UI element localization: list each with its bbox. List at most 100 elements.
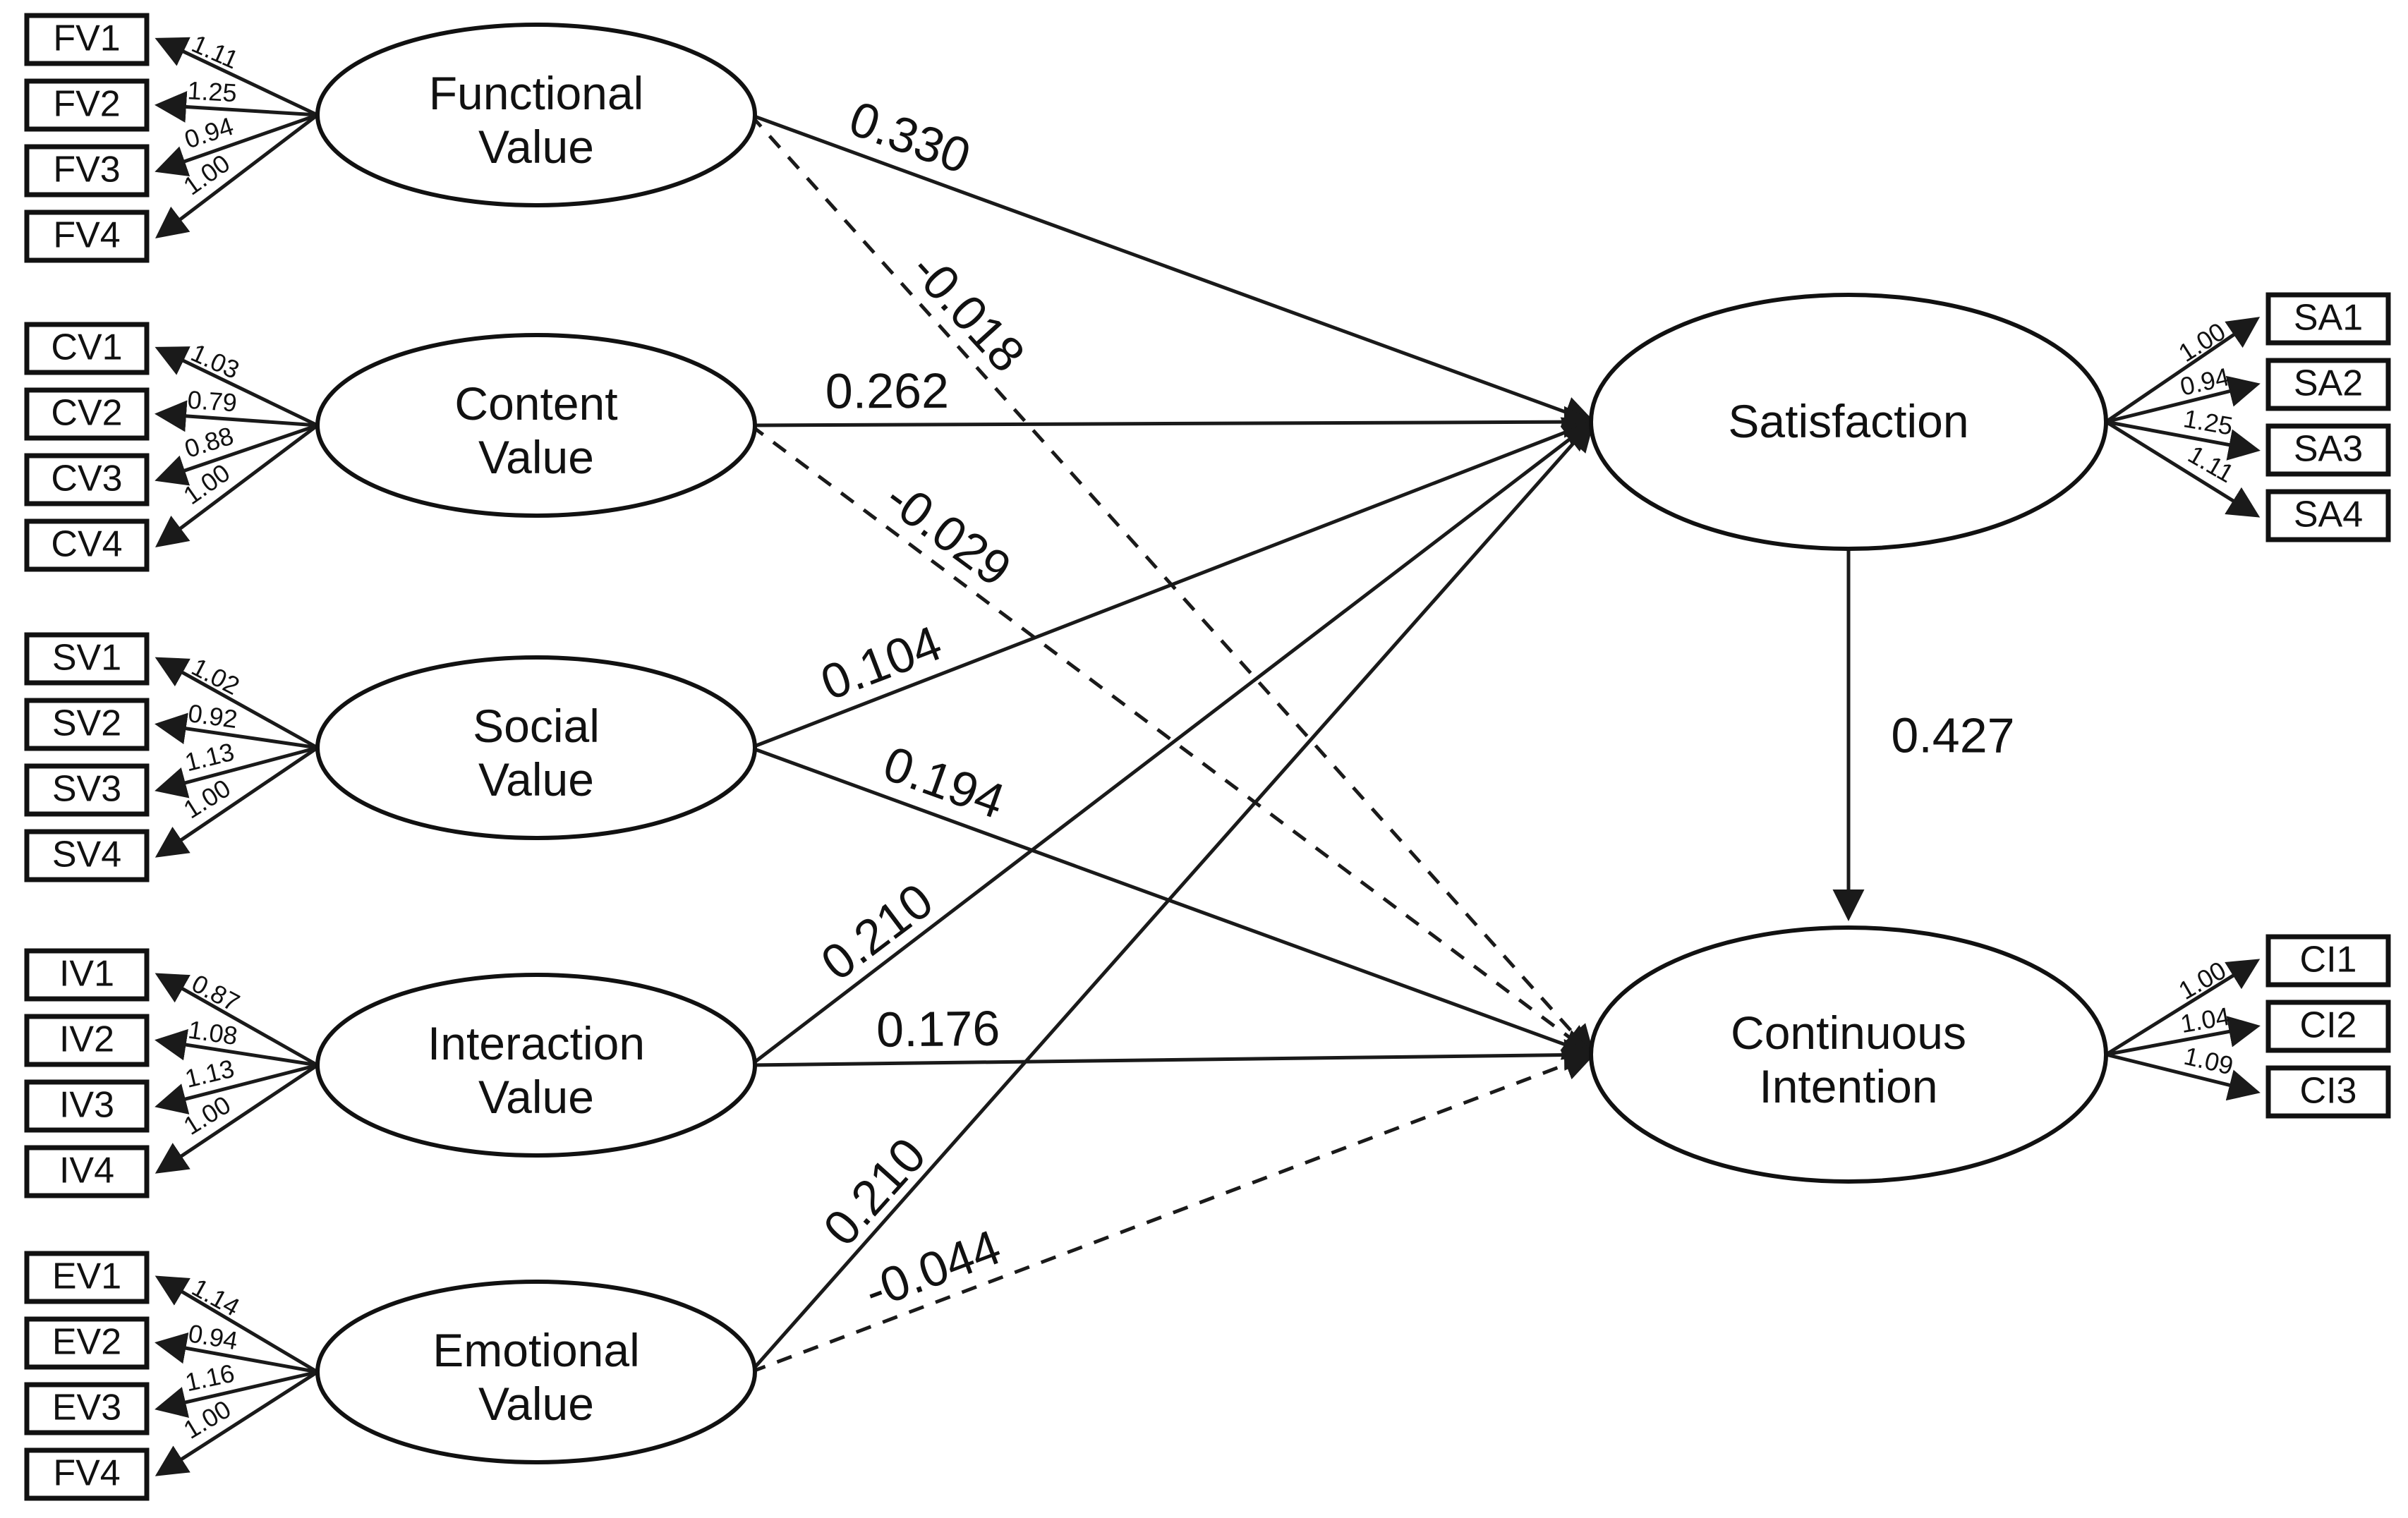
interaction-value-to-continuous-intention-coefficient: 0.176 <box>876 1001 1000 1057</box>
loading-arrow <box>155 1063 319 1174</box>
loading-arrow <box>155 423 318 486</box>
latent-ellipse[interactable] <box>315 333 757 518</box>
indicator-label: FV3 <box>53 150 120 190</box>
indicator-label: FV4 <box>53 215 120 256</box>
latent-ellipse[interactable] <box>315 973 757 1158</box>
loading-arrow <box>2105 1052 2261 1101</box>
indicator-label: CI1 <box>2300 940 2357 980</box>
latent-label-line1: Continuous <box>1731 1007 1966 1059</box>
functional-value-to-satisfaction[interactable] <box>750 113 1596 427</box>
indicator-label: SA3 <box>2294 429 2363 470</box>
indicator-box[interactable] <box>24 144 150 198</box>
loading-arrow <box>155 712 318 750</box>
indicator-box[interactable] <box>24 78 150 132</box>
indicator-box[interactable] <box>2265 1000 2391 1053</box>
indicator-label: IV4 <box>59 1150 114 1191</box>
latent-ellipse[interactable] <box>315 1280 757 1464</box>
latent-label-line1: Content <box>454 377 617 430</box>
indicator-box[interactable] <box>2265 1065 2391 1119</box>
indicator-label: CV3 <box>51 459 122 499</box>
indicator-label: SA1 <box>2294 298 2363 339</box>
loading-arrow <box>155 37 319 117</box>
indicator-box[interactable] <box>24 829 150 882</box>
indicator-box[interactable] <box>24 518 150 572</box>
loading-arrow <box>2105 317 2261 424</box>
interaction-value-to-continuous-intention[interactable] <box>750 1039 1596 1071</box>
indicator-box[interactable] <box>24 210 150 263</box>
indicator-label: IV3 <box>59 1085 114 1126</box>
social-value-to-satisfaction[interactable] <box>750 417 1596 750</box>
indicator-label: IV2 <box>59 1019 114 1060</box>
latent-label-line2: Value <box>478 431 594 483</box>
indicator-box[interactable] <box>24 698 150 751</box>
indicator-box[interactable] <box>24 453 150 506</box>
indicator-box[interactable] <box>2265 934 2391 988</box>
indicator-box[interactable] <box>24 1316 150 1370</box>
loading-arrow <box>155 746 318 799</box>
indicator-label: SV1 <box>52 638 121 679</box>
emotional-value-to-continuous-intention[interactable] <box>750 1050 1596 1374</box>
indicator-box[interactable] <box>24 632 150 686</box>
latent-ellipse[interactable] <box>315 23 757 207</box>
indicator-label: SA4 <box>2294 494 2363 535</box>
indicator-box[interactable] <box>2265 358 2391 411</box>
indicator-box[interactable] <box>2265 292 2391 346</box>
indicator-box[interactable] <box>2265 489 2391 542</box>
indicator-box[interactable] <box>24 1079 150 1133</box>
loading-arrow <box>155 1275 319 1374</box>
loading-value: 1.08 <box>186 1015 239 1051</box>
content-value-to-continuous-intention[interactable] <box>749 423 1596 1057</box>
loading-arrow <box>155 91 318 123</box>
loading-arrow <box>2105 1016 2261 1057</box>
indicator-label: EV2 <box>52 1322 121 1363</box>
loading-arrow <box>155 114 319 239</box>
latent-ellipse[interactable] <box>315 655 757 840</box>
emotional-value-to-satisfaction[interactable] <box>749 419 1595 1373</box>
loading-arrow <box>155 1028 318 1067</box>
indicator-box[interactable] <box>24 948 150 1002</box>
loading-arrow <box>155 657 319 750</box>
indicator-label: SV2 <box>52 703 121 744</box>
indicator-box[interactable] <box>24 1447 150 1501</box>
indicator-box[interactable] <box>24 1251 150 1304</box>
loading-arrow <box>155 1370 318 1418</box>
content-value-to-satisfaction[interactable] <box>750 406 1596 438</box>
latent-ellipse[interactable] <box>1589 925 2108 1184</box>
loading-arrow <box>155 113 318 177</box>
indicator-box[interactable] <box>24 1382 150 1435</box>
interaction-value-to-satisfaction[interactable] <box>749 419 1595 1067</box>
loading-arrow <box>2105 420 2261 518</box>
indicator-box[interactable] <box>24 387 150 441</box>
indicator-box[interactable] <box>24 763 150 817</box>
indicator-box[interactable] <box>24 1145 150 1198</box>
latent-label-line1: Satisfaction <box>1728 395 1968 447</box>
loading-arrow <box>2105 375 2261 424</box>
social-value-to-continuous-intention[interactable] <box>750 746 1596 1060</box>
indicator-box[interactable] <box>24 13 150 66</box>
indicator-box[interactable] <box>24 322 150 375</box>
indicator-box[interactable] <box>24 1014 150 1067</box>
latent-satisfaction[interactable]: Satisfaction <box>1589 293 2108 551</box>
indicator-label: CV1 <box>51 327 122 368</box>
loading-arrow <box>155 400 318 432</box>
loading-arrow <box>155 424 319 548</box>
indicator-box[interactable] <box>2265 423 2391 477</box>
loading-value: 1.25 <box>187 75 238 107</box>
loading-arrow <box>155 346 319 427</box>
loading-arrow <box>155 973 319 1067</box>
latent-ellipse[interactable] <box>1589 293 2108 551</box>
loading-arrow <box>2105 420 2261 461</box>
indicator-label: EV1 <box>52 1256 121 1297</box>
